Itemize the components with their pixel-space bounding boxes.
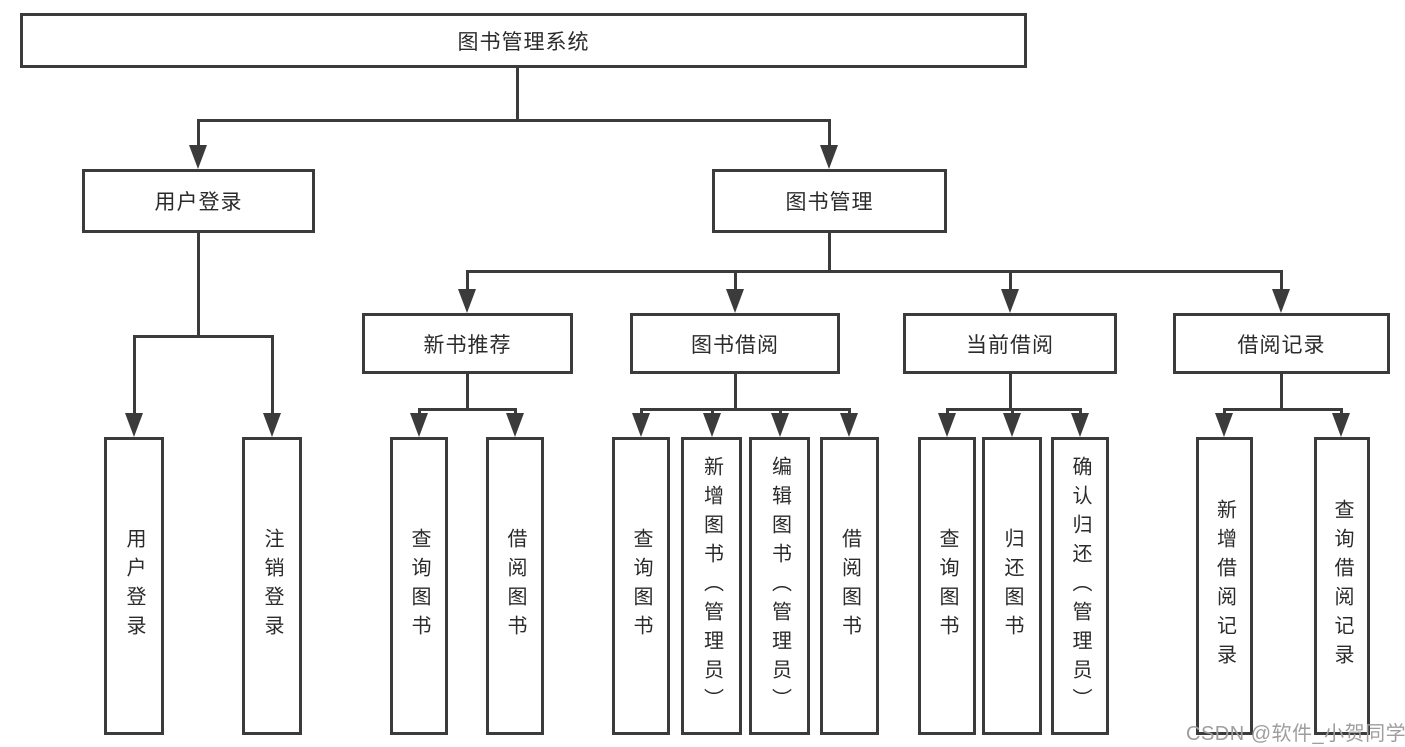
node-new-book-recommend: 新书推荐	[362, 313, 573, 374]
connector-user-login-rail	[133, 335, 274, 338]
leaf-cb-confirm-return-admin-label: 确认归还（管理员）	[1069, 455, 1091, 717]
arrow-down-nb-borrow-icon	[506, 413, 524, 437]
leaf-user-login-label: 用户登录	[123, 528, 145, 644]
leaf-bb-edit-books-admin-label: 编辑图书（管理员）	[768, 455, 791, 717]
connector-leaf-login-shaft	[133, 335, 136, 416]
leaf-br-add-record: 新增借阅记录	[1196, 437, 1253, 735]
connector-borrow-records-stem	[1280, 374, 1283, 410]
connector-new-book-rail	[418, 408, 517, 411]
connector-book-mgmt-stem	[828, 233, 831, 272]
leaf-br-query-record-label: 查询借阅记录	[1331, 499, 1353, 673]
leaf-nb-query-books: 查询图书	[390, 437, 448, 735]
leaf-logout: 注销登录	[242, 437, 302, 735]
node-book-borrow: 图书借阅	[630, 313, 840, 374]
node-root: 图书管理系统	[20, 13, 1027, 68]
leaf-nb-borrow-books-label: 借阅图书	[504, 528, 526, 644]
connector-root-rail	[197, 119, 831, 122]
connector-root-stem	[516, 68, 519, 122]
node-new-book-recommend-label: 新书推荐	[423, 333, 512, 357]
node-book-borrow-label: 图书借阅	[691, 333, 779, 357]
node-borrow-records: 借阅记录	[1173, 313, 1390, 374]
connector-level3-rail	[466, 270, 1283, 273]
leaf-bb-add-books-admin-label: 新增图书（管理员）	[700, 455, 723, 717]
leaf-bb-query-books-label: 查询图书	[630, 528, 652, 644]
connector-new-book-stem	[466, 374, 469, 410]
arrow-down-br-add-icon	[1215, 413, 1233, 437]
arrow-down-new-book-icon	[458, 289, 476, 313]
leaf-logout-label: 注销登录	[261, 528, 283, 644]
arrow-down-cb-return-icon	[1003, 413, 1021, 437]
connector-borrow-records-rail	[1223, 408, 1343, 411]
leaf-bb-query-books: 查询图书	[612, 437, 670, 735]
leaf-br-add-record-label: 新增借阅记录	[1213, 499, 1236, 673]
leaf-cb-return-books: 归还图书	[982, 437, 1042, 735]
connector-leaf-logout-shaft	[271, 335, 274, 416]
connector-user-login-shaft	[197, 119, 200, 152]
arrow-down-bb-add-icon	[703, 413, 721, 437]
node-book-management: 图书管理	[712, 169, 947, 233]
arrow-down-book-borrow-icon	[726, 289, 744, 313]
node-user-login: 用户登录	[82, 169, 315, 233]
node-current-borrow: 当前借阅	[903, 313, 1117, 374]
connector-book-mgmt-shaft	[828, 119, 831, 152]
node-root-label: 图书管理系统	[457, 30, 590, 54]
leaf-bb-edit-books-admin: 编辑图书（管理员）	[749, 437, 810, 735]
arrow-down-cb-confirm-icon	[1071, 413, 1089, 437]
connector-current-borrow-shaft	[1009, 270, 1012, 292]
connector-borrow-records-shaft	[1280, 270, 1283, 292]
arrow-down-nb-query-icon	[410, 413, 428, 437]
arrow-down-current-borrow-icon	[1001, 289, 1019, 313]
arrow-down-leaf-login-icon	[125, 413, 143, 437]
leaf-bb-borrow-books-label: 借阅图书	[838, 528, 861, 644]
leaf-cb-query-books-label: 查询图书	[936, 528, 958, 644]
arrow-down-bb-query-icon	[632, 413, 650, 437]
arrow-down-bb-borrow-icon	[840, 413, 858, 437]
arrow-down-user-login-icon	[189, 145, 207, 169]
leaf-cb-query-books: 查询图书	[918, 437, 976, 735]
node-book-management-label: 图书管理	[785, 191, 874, 214]
leaf-bb-borrow-books: 借阅图书	[820, 437, 879, 735]
node-current-borrow-label: 当前借阅	[966, 333, 1054, 357]
connector-book-borrow-stem	[734, 374, 737, 410]
connector-new-book-shaft	[466, 270, 469, 292]
leaf-nb-borrow-books: 借阅图书	[486, 437, 544, 735]
leaf-user-login: 用户登录	[104, 437, 164, 735]
arrow-down-leaf-logout-icon	[263, 413, 281, 437]
connector-book-borrow-rail	[640, 408, 850, 411]
connector-current-borrow-rail	[946, 408, 1082, 411]
arrow-down-bb-edit-icon	[771, 413, 789, 437]
connector-user-login-stem	[197, 233, 200, 337]
leaf-cb-return-books-label: 归还图书	[1001, 528, 1023, 644]
arrow-down-br-query-icon	[1332, 413, 1350, 437]
leaf-nb-query-books-label: 查询图书	[408, 528, 430, 644]
connector-book-borrow-shaft	[734, 270, 737, 292]
arrow-down-cb-query-icon	[938, 413, 956, 437]
csdn-watermark: CSDN @软件_小贺同学	[1186, 723, 1405, 745]
connector-current-borrow-stem	[1009, 374, 1012, 410]
node-borrow-records-label: 借阅记录	[1237, 333, 1326, 357]
leaf-cb-confirm-return-admin: 确认归还（管理员）	[1051, 437, 1109, 735]
arrow-down-book-mgmt-icon	[820, 145, 838, 169]
leaf-bb-add-books-admin: 新增图书（管理员）	[681, 437, 742, 735]
arrow-down-borrow-records-icon	[1272, 289, 1290, 313]
node-user-login-label: 用户登录	[154, 191, 243, 214]
leaf-br-query-record: 查询借阅记录	[1314, 437, 1370, 735]
